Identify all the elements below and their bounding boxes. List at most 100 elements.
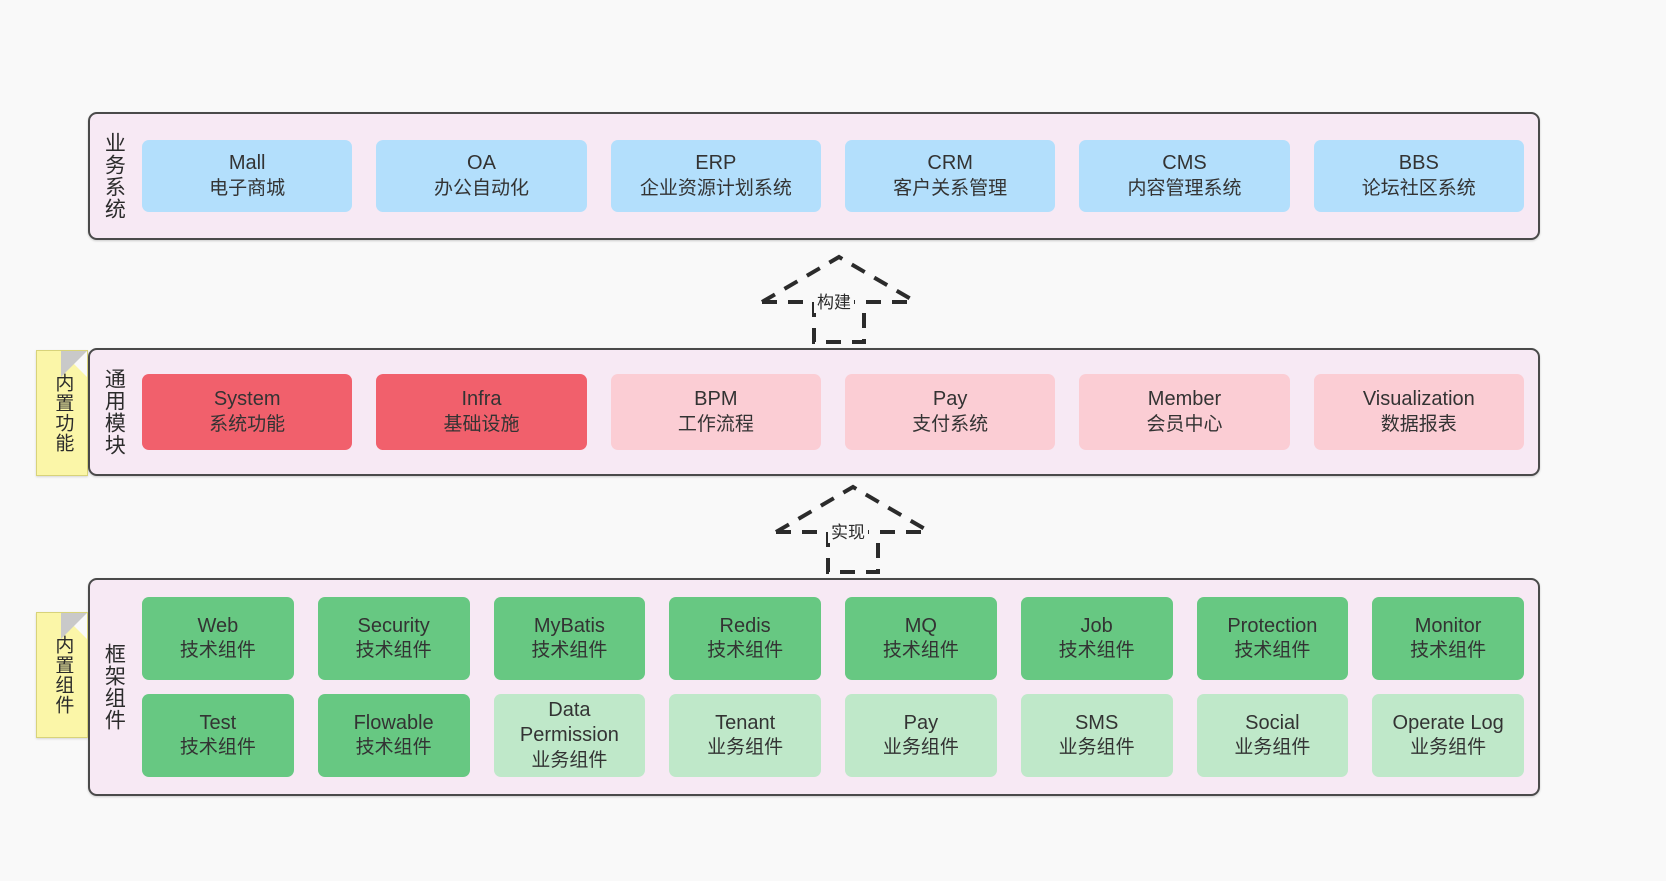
layer-title-common-module: 通用模块 bbox=[102, 368, 126, 456]
card-subtitle: 技术组件 bbox=[1410, 640, 1487, 662]
card-mall[interactable]: Mall 电子商城 bbox=[142, 140, 353, 212]
card-subtitle: 技术组件 bbox=[179, 640, 256, 662]
card-subtitle: 内容管理系统 bbox=[1127, 177, 1242, 199]
card-web[interactable]: Web 技术组件 bbox=[142, 597, 294, 680]
card-title: Flowable bbox=[353, 711, 434, 734]
card-crm[interactable]: CRM 客户关系管理 bbox=[844, 140, 1056, 212]
card-subtitle: 技术组件 bbox=[355, 737, 432, 759]
layer-body-business-system: Mall 电子商城 OA 办公自动化 ERP 企业资源计划系统 CRM 客户关系… bbox=[136, 114, 1538, 238]
generalization-arrow-icon bbox=[760, 254, 918, 344]
card-title: Tenant bbox=[715, 711, 776, 734]
card-flowable[interactable]: Flowable 技术组件 bbox=[317, 694, 470, 777]
card-title: Infra bbox=[461, 388, 502, 411]
card-subtitle: 电子商城 bbox=[209, 177, 286, 199]
card-system[interactable]: System 系统功能 bbox=[142, 374, 353, 450]
card-infra[interactable]: Infra 基础设施 bbox=[376, 374, 587, 450]
card-test[interactable]: Test 技术组件 bbox=[142, 694, 294, 777]
card-title: Social bbox=[1245, 711, 1300, 734]
card-title: CRM bbox=[927, 152, 973, 175]
card-pay-business[interactable]: Pay 业务组件 bbox=[845, 694, 997, 777]
card-security[interactable]: Security 技术组件 bbox=[317, 597, 470, 680]
connector-label-implement: 实现 bbox=[828, 518, 868, 543]
card-title: Test bbox=[199, 711, 237, 734]
card-mq[interactable]: MQ 技术组件 bbox=[845, 597, 997, 680]
card-sms[interactable]: SMS 业务组件 bbox=[1020, 694, 1173, 777]
card-bpm[interactable]: BPM 工作流程 bbox=[610, 374, 821, 450]
note-builtin-feature[interactable]: 内置功能 bbox=[36, 350, 88, 476]
card-data-permission[interactable]: Data Permission 业务组件 bbox=[493, 694, 646, 777]
card-subtitle: 业务组件 bbox=[531, 749, 608, 771]
connector-implement: 实现 bbox=[766, 482, 941, 574]
card-title: Monitor bbox=[1414, 614, 1482, 637]
layer-title-framework-component: 框架组件 bbox=[102, 643, 126, 731]
card-title: Job bbox=[1080, 614, 1113, 637]
layer-title-business-system: 业务系统 bbox=[102, 132, 126, 220]
card-subtitle: 系统功能 bbox=[209, 413, 286, 435]
card-cms[interactable]: CMS 内容管理系统 bbox=[1079, 140, 1290, 212]
card-subtitle: 支付系统 bbox=[912, 413, 989, 435]
card-erp[interactable]: ERP 企业资源计划系统 bbox=[610, 140, 821, 212]
card-title: Pay bbox=[903, 711, 939, 734]
card-title: CMS bbox=[1162, 152, 1207, 175]
layer-body-framework-component: Web 技术组件 Security 技术组件 MyBatis 技术组件 Redi… bbox=[136, 580, 1538, 794]
card-redis[interactable]: Redis 技术组件 bbox=[669, 597, 821, 680]
card-title: SMS bbox=[1074, 711, 1119, 734]
card-subtitle: 企业资源计划系统 bbox=[639, 177, 792, 199]
card-oa[interactable]: OA 办公自动化 bbox=[376, 140, 587, 212]
card-subtitle: 技术组件 bbox=[355, 640, 432, 662]
card-subtitle: 技术组件 bbox=[1234, 640, 1311, 662]
card-visualization[interactable]: Visualization 数据报表 bbox=[1313, 374, 1524, 450]
card-subtitle: 业务组件 bbox=[1058, 737, 1135, 759]
card-mybatis[interactable]: MyBatis 技术组件 bbox=[493, 597, 646, 680]
note-label: 内置组件 bbox=[52, 635, 74, 715]
card-subtitle: 技术组件 bbox=[531, 640, 608, 662]
card-title: Data Permission bbox=[519, 698, 619, 747]
card-operate-log[interactable]: Operate Log 业务组件 bbox=[1372, 694, 1524, 777]
connector-label-build: 构建 bbox=[814, 288, 854, 313]
card-job[interactable]: Job 技术组件 bbox=[1020, 597, 1173, 680]
card-title: Mall bbox=[228, 152, 266, 175]
card-pay[interactable]: Pay 支付系统 bbox=[844, 374, 1056, 450]
card-subtitle: 业务组件 bbox=[1410, 737, 1487, 759]
card-bbs[interactable]: BBS 论坛社区系统 bbox=[1313, 140, 1524, 212]
card-row: Test 技术组件 Flowable 技术组件 Data Permission … bbox=[142, 694, 1524, 777]
card-monitor[interactable]: Monitor 技术组件 bbox=[1372, 597, 1524, 680]
card-title: Security bbox=[357, 614, 430, 637]
card-tenant[interactable]: Tenant 业务组件 bbox=[669, 694, 821, 777]
card-title: Protection bbox=[1227, 614, 1318, 637]
card-title: MQ bbox=[904, 614, 937, 637]
card-title: System bbox=[213, 388, 281, 411]
card-subtitle: 数据报表 bbox=[1380, 413, 1457, 435]
card-subtitle: 技术组件 bbox=[1058, 640, 1135, 662]
card-subtitle: 客户关系管理 bbox=[893, 177, 1008, 199]
card-social[interactable]: Social 业务组件 bbox=[1196, 694, 1349, 777]
card-title: Pay bbox=[932, 388, 968, 411]
card-subtitle: 业务组件 bbox=[882, 737, 959, 759]
note-label: 内置功能 bbox=[52, 373, 74, 453]
note-builtin-component[interactable]: 内置组件 bbox=[36, 612, 88, 738]
card-title: MyBatis bbox=[533, 614, 605, 637]
card-subtitle: 业务组件 bbox=[707, 737, 784, 759]
card-subtitle: 论坛社区系统 bbox=[1361, 177, 1476, 199]
card-title: Member bbox=[1147, 388, 1222, 411]
card-title: ERP bbox=[695, 152, 737, 175]
card-title: Redis bbox=[719, 614, 771, 637]
card-title: Web bbox=[197, 614, 239, 637]
card-title: Visualization bbox=[1362, 388, 1475, 411]
layer-body-common-module: System 系统功能 Infra 基础设施 BPM 工作流程 Pay 支付系统… bbox=[136, 350, 1538, 474]
card-member[interactable]: Member 会员中心 bbox=[1079, 374, 1290, 450]
layer-framework-component: 框架组件 Web 技术组件 Security 技术组件 MyBatis 技术组件… bbox=[88, 578, 1540, 796]
card-subtitle: 业务组件 bbox=[1234, 737, 1311, 759]
card-row: Web 技术组件 Security 技术组件 MyBatis 技术组件 Redi… bbox=[142, 597, 1524, 680]
card-protection[interactable]: Protection 技术组件 bbox=[1196, 597, 1349, 680]
card-subtitle: 基础设施 bbox=[443, 413, 520, 435]
generalization-arrow-icon bbox=[774, 484, 932, 574]
layer-business-system: 业务系统 Mall 电子商城 OA 办公自动化 ERP 企业资源计划系统 CRM… bbox=[88, 112, 1540, 240]
card-subtitle: 会员中心 bbox=[1146, 413, 1223, 435]
card-subtitle: 技术组件 bbox=[179, 737, 256, 759]
card-title: OA bbox=[467, 152, 496, 175]
connector-build: 构建 bbox=[752, 252, 927, 344]
layer-common-module: 通用模块 System 系统功能 Infra 基础设施 BPM 工作流程 Pay… bbox=[88, 348, 1540, 476]
card-title: Operate Log bbox=[1392, 711, 1504, 734]
